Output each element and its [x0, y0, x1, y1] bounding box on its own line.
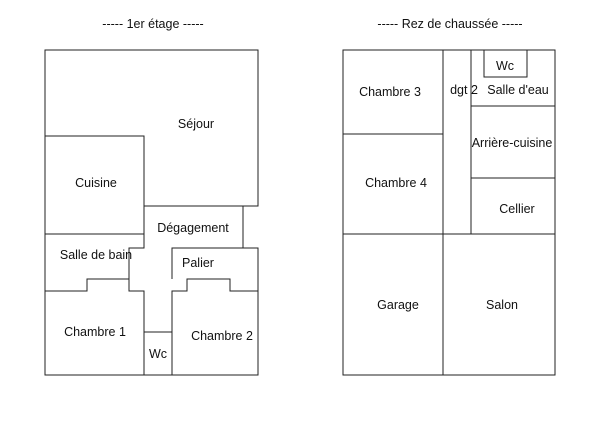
room-label-cuisine: Cuisine — [75, 176, 117, 190]
room-label-garage: Garage — [377, 298, 419, 312]
room-label-cellier: Cellier — [499, 202, 534, 216]
title-rez-de-chaussee: ----- Rez de chaussée ----- — [377, 17, 522, 31]
wall-wc-rdc — [483, 50, 528, 78]
floor-plan-1er-etage: ----- 1er étage ----- Séjour Cuisine Dég… — [44, 17, 259, 376]
room-label-salle-de-bain: Salle de bain — [60, 248, 132, 262]
room-label-wc-etage: Wc — [149, 347, 167, 361]
room-label-chambre-4: Chambre 4 — [365, 176, 427, 190]
room-label-salle-deau: Salle d'eau — [487, 83, 549, 97]
room-label-chambre-3: Chambre 3 — [359, 85, 421, 99]
wall-palier — [171, 247, 258, 375]
room-label-dgt2: dgt 2 — [450, 83, 478, 97]
room-label-wc-rdc: Wc — [496, 59, 514, 73]
wall-cuisine — [45, 135, 145, 234]
room-label-palier: Palier — [182, 256, 214, 270]
wall-chambre-1 — [45, 278, 145, 375]
room-label-degagement: Dégagement — [157, 221, 229, 235]
title-1er-etage: ----- 1er étage ----- — [102, 17, 203, 31]
wall-salle-de-bain — [45, 233, 145, 291]
outer-wall-rez-de-chaussee — [342, 49, 556, 376]
room-label-chambre-1: Chambre 1 — [64, 325, 126, 339]
room-label-arriere-cuisine: Arrière-cuisine — [472, 136, 553, 150]
floor-plan-rez-de-chaussee: ----- Rez de chaussée ----- Chambre 3 Ch… — [342, 17, 556, 376]
room-label-sejour: Séjour — [178, 117, 214, 131]
room-label-chambre-2: Chambre 2 — [191, 329, 253, 343]
room-label-salon: Salon — [486, 298, 518, 312]
